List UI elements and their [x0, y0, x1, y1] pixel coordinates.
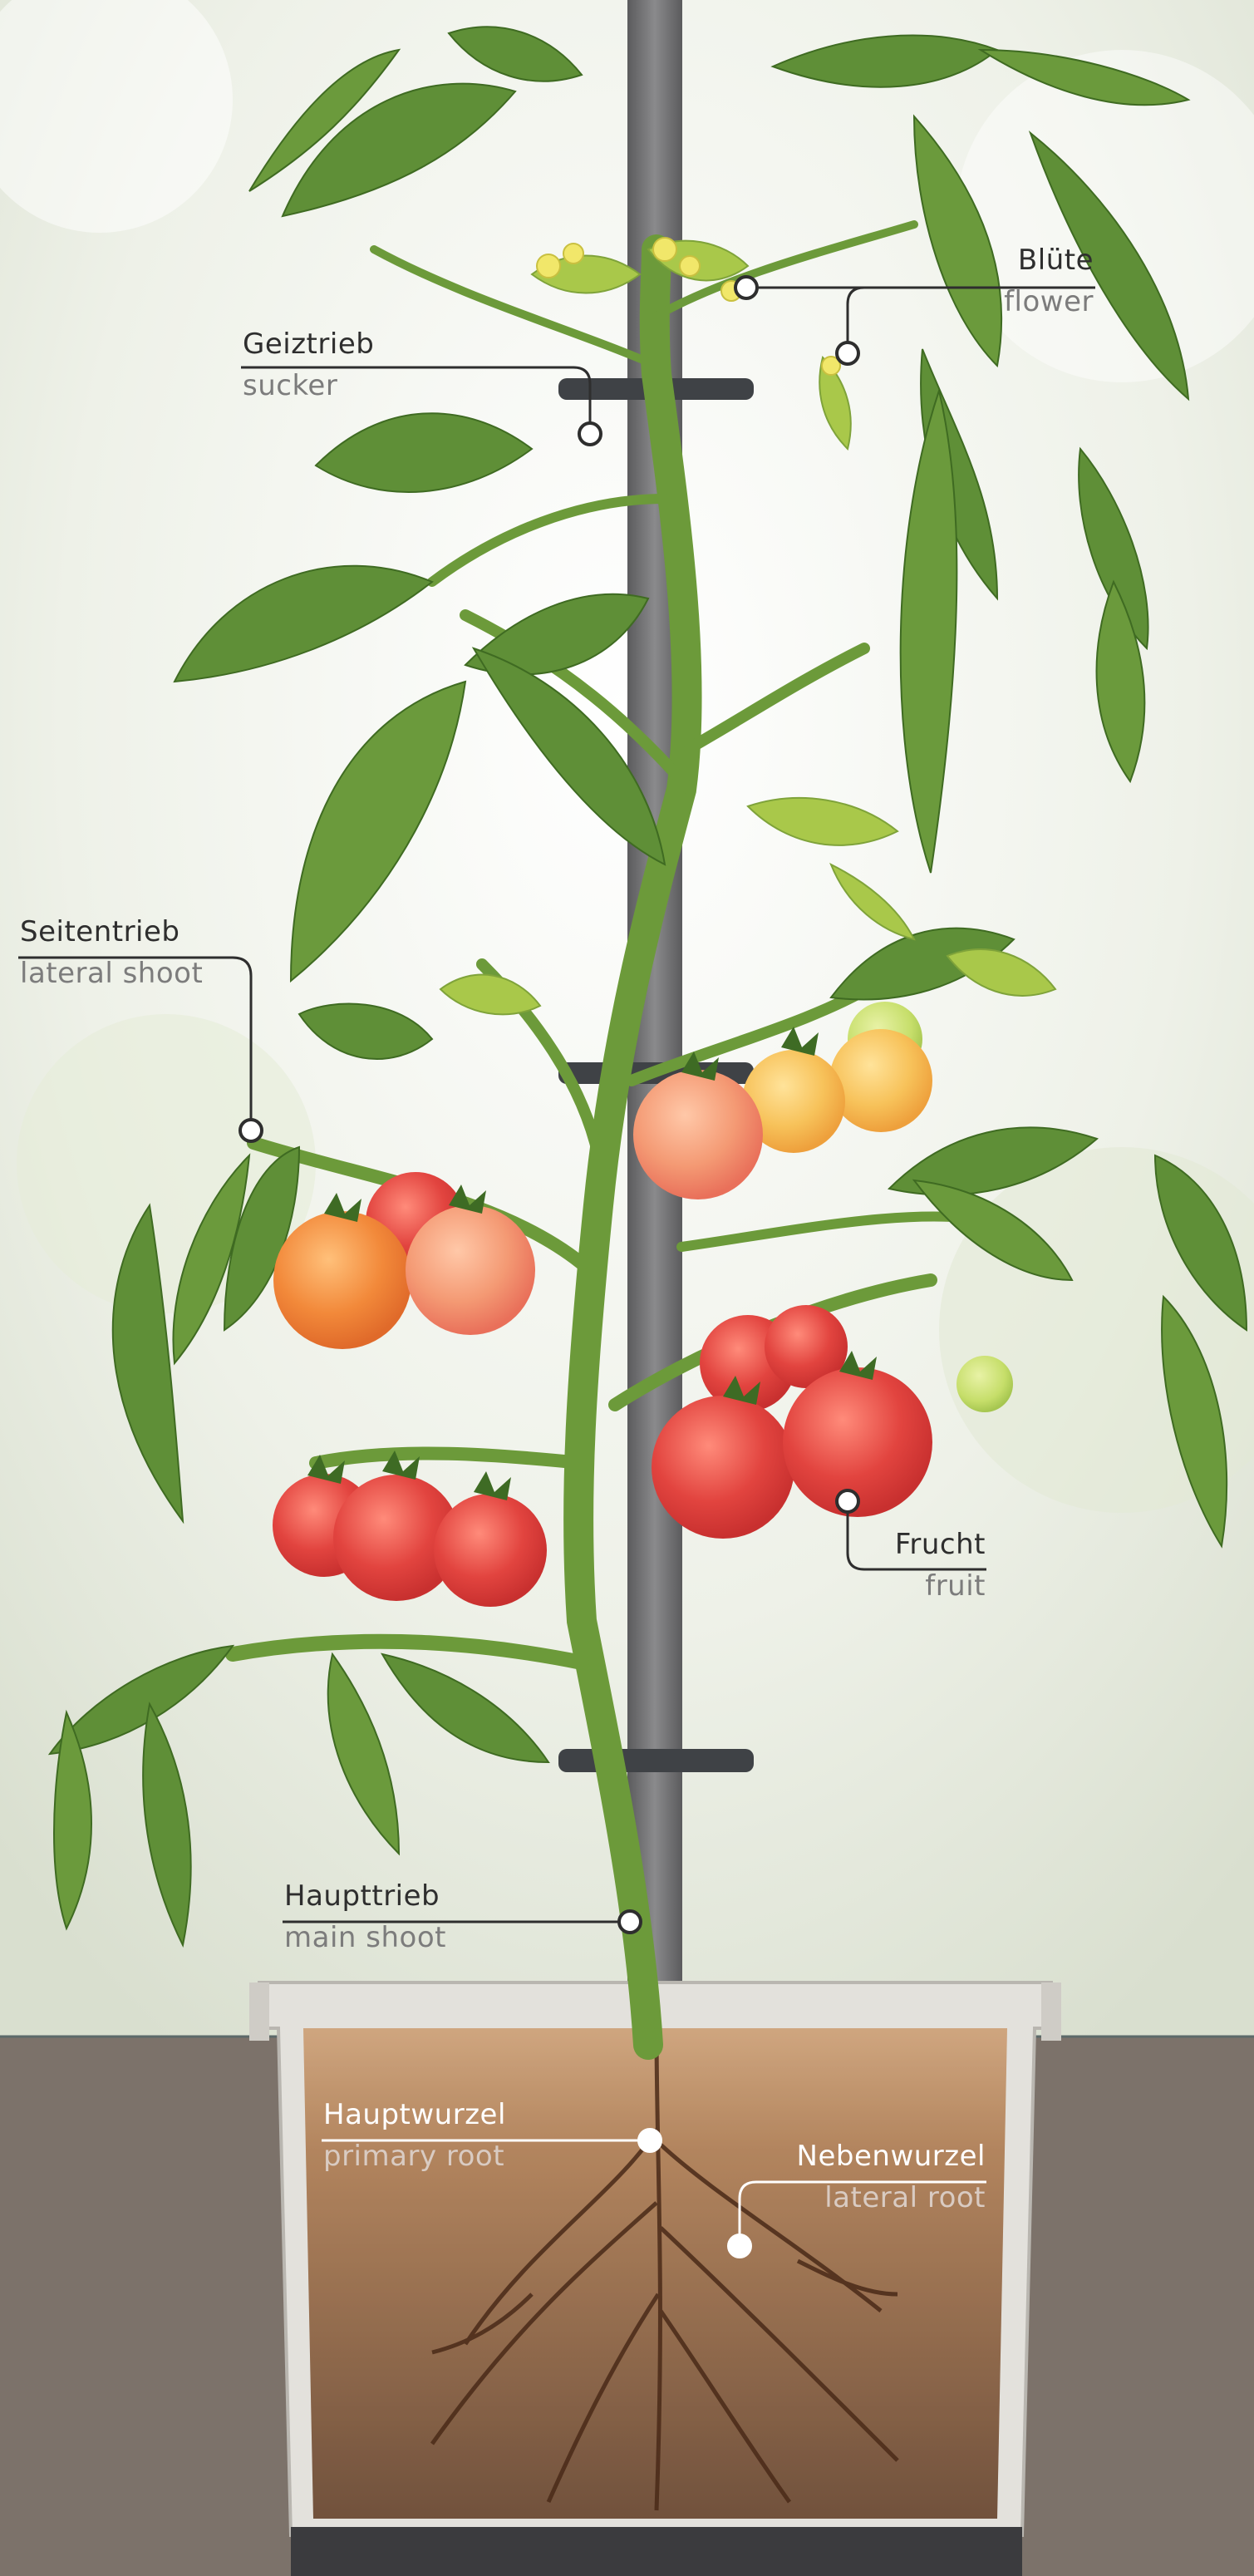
- label-lateral-root-de: Nebenwurzel: [748, 2142, 986, 2172]
- label-sucker: Geiztrieb sucker: [243, 330, 374, 401]
- label-lateral-shoot-de: Seitentrieb: [20, 918, 203, 948]
- label-sucker-de: Geiztrieb: [243, 330, 374, 360]
- label-main-shoot: Haupttrieb main shoot: [284, 1882, 446, 1953]
- label-fruit-en: fruit: [831, 1572, 986, 1602]
- label-fruit: Frucht fruit: [831, 1530, 986, 1601]
- label-lateral-root: Nebenwurzel lateral root: [748, 2142, 986, 2213]
- label-main-shoot-en: main shoot: [284, 1923, 446, 1953]
- label-flower: Blüte flower: [939, 246, 1094, 317]
- label-lateral-shoot: Seitentrieb lateral shoot: [20, 918, 203, 988]
- label-lateral-shoot-en: lateral shoot: [20, 959, 203, 989]
- label-flower-de: Blüte: [939, 246, 1094, 276]
- label-primary-root-de: Hauptwurzel: [323, 2101, 506, 2130]
- label-main-shoot-de: Haupttrieb: [284, 1882, 446, 1912]
- label-lateral-root-en: lateral root: [748, 2184, 986, 2214]
- label-primary-root-en: primary root: [323, 2142, 506, 2172]
- label-sucker-en: sucker: [243, 372, 374, 401]
- label-flower-en: flower: [939, 288, 1094, 318]
- label-fruit-de: Frucht: [831, 1530, 986, 1560]
- label-primary-root: Hauptwurzel primary root: [323, 2101, 506, 2171]
